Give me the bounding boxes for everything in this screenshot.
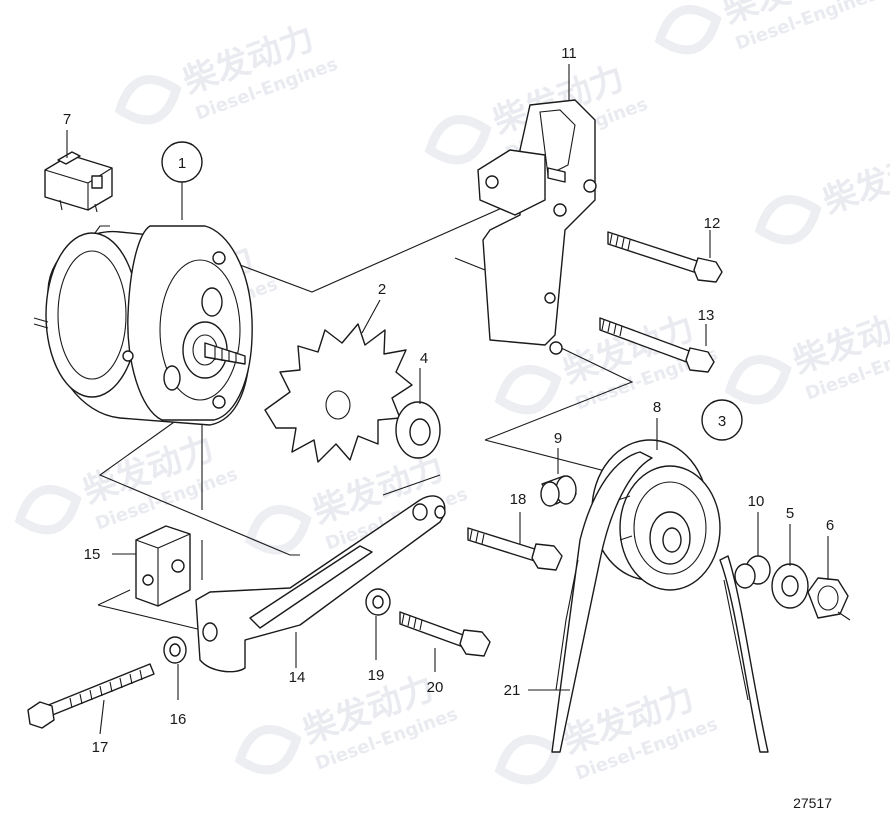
voltage-regulator: [44, 151, 113, 213]
callout-9: 9: [554, 430, 562, 447]
adjustment-block: [135, 525, 191, 607]
watermark-tile: 柴发动力: [754, 138, 890, 245]
long-bolt-17: [27, 663, 155, 729]
callout-5: 5: [786, 505, 794, 522]
watermark-tile: 柴发动力 Diesel-Engines: [654, 0, 881, 55]
watermark-brand-cn: 柴发动力: [818, 138, 890, 222]
callout-21: 21: [504, 682, 521, 699]
callout-12: 12: [704, 215, 721, 232]
spacer-washer: [395, 401, 441, 459]
callout-10: 10: [748, 493, 765, 510]
lock-nut-6: [807, 577, 851, 621]
leader-lines: [66, 64, 829, 735]
callout-6: 6: [826, 517, 834, 534]
callout-label: 1: [178, 155, 186, 172]
cooling-fan: [264, 323, 413, 463]
tension-bar: [195, 495, 446, 673]
watermark-tile: 柴发动力 Diesel-Engines: [14, 428, 241, 535]
callout-4: 4: [420, 350, 428, 367]
reference-number: 27517: [793, 795, 832, 811]
callout-7: 7: [63, 111, 71, 128]
callout-14: 14: [289, 669, 306, 686]
watermark-tile: 柴发动力 Diesel-Engines: [494, 678, 721, 785]
bolt-18: [467, 527, 563, 571]
spacer-sleeve: [540, 475, 577, 507]
watermark-tile: 柴发动力 Diesel-Engines: [724, 298, 890, 405]
callout-15: 15: [84, 546, 101, 563]
washer-19: [365, 588, 391, 616]
callout-8: 8: [653, 399, 661, 416]
upper-mounting-bracket: [477, 99, 597, 355]
callout-19: 19: [368, 667, 385, 684]
callout-13: 13: [698, 307, 715, 324]
callout-label: 3: [718, 413, 726, 430]
callout-3: 3: [701, 399, 743, 441]
bolt-12: [607, 231, 723, 283]
callout-2: 2: [378, 281, 386, 298]
callout-17: 17: [92, 739, 109, 756]
washer-5: [771, 563, 809, 609]
callout-11: 11: [561, 45, 577, 62]
bolt-20: [399, 611, 491, 657]
spacer-10: [734, 555, 771, 589]
alternator: [33, 225, 253, 426]
washer-16: [163, 636, 187, 664]
callout-1: 1: [161, 141, 203, 183]
callout-20: 20: [427, 679, 444, 696]
bolt-13: [599, 317, 715, 373]
callout-18: 18: [510, 491, 527, 508]
drive-belt: [551, 451, 769, 753]
callout-16: 16: [170, 711, 187, 728]
watermark-tile: 柴发动力 Diesel-Engines: [114, 18, 341, 125]
